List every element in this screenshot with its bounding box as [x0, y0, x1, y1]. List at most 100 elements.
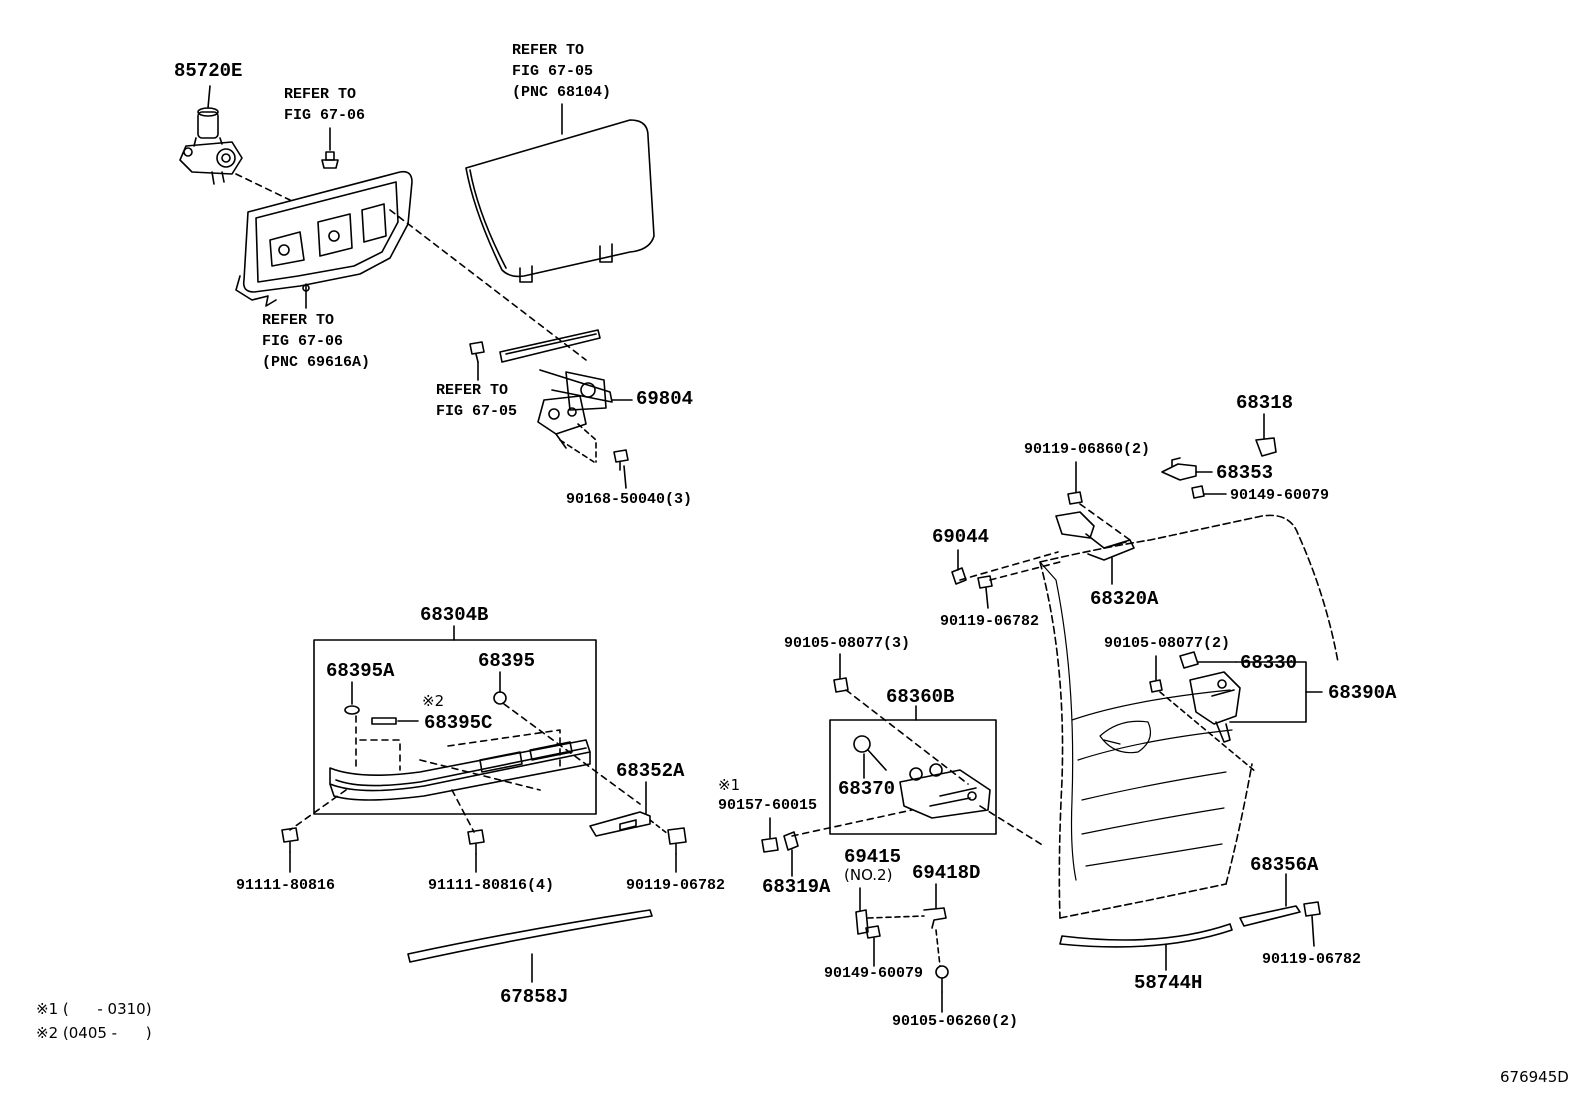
screw-icon	[865, 925, 881, 939]
leader-85720E	[207, 85, 211, 109]
lower-roller-assy-icon	[899, 763, 991, 819]
stopper-icon	[1255, 437, 1277, 457]
assembly-box-68360B	[829, 719, 997, 835]
bushing-icon	[493, 691, 507, 705]
part-number-69804: 69804	[636, 388, 694, 410]
screw-icon	[1191, 485, 1205, 499]
bolt-icon	[1303, 901, 1321, 917]
part-number-90149-60079-b: 90149-60079	[824, 965, 924, 982]
bolt-icon	[281, 827, 299, 853]
dashed-roller-assy	[791, 689, 1045, 847]
part-number-90119-06782-c: 90119-06782	[1262, 951, 1362, 968]
part-number-68390A: 68390A	[1328, 682, 1397, 704]
dashed-reg-bolts	[559, 423, 597, 463]
dashed-motor-panel	[235, 173, 291, 201]
dashed-cover-bolt	[649, 819, 669, 835]
dashed-lower-hinge	[1159, 691, 1257, 773]
bolt-icon	[467, 829, 485, 855]
part-number-68319A: 68319A	[762, 876, 831, 898]
part-number-90168-50040: 90168-50040(3)	[566, 491, 693, 508]
part-number-69415: 69415	[844, 846, 902, 868]
refer-fig-67-06-panel: REFER TO FIG 67-06 (PNC 69616A)	[262, 312, 371, 371]
refer-fig-67-06-top: REFER TO FIG 67-06	[284, 86, 366, 124]
cap-icon	[783, 831, 799, 851]
door-glass-icon	[465, 119, 655, 283]
refer-fig-67-05-glass: REFER TO FIG 67-05 (PNC 68104)	[512, 42, 612, 101]
door-inner-detail	[1039, 561, 1233, 881]
part-number-90149-60079-a: 90149-60079	[1230, 487, 1330, 504]
bolt-icon	[1067, 491, 1083, 505]
upper-hinge-icon	[1055, 511, 1135, 561]
dashed-panel-regulator	[389, 209, 587, 361]
part-number-68330: 68330	[1240, 652, 1298, 674]
dashed-stopper	[867, 915, 941, 967]
part-number-68370: 68370	[838, 778, 896, 800]
moulding-58744H-icon	[1059, 923, 1233, 948]
part-number-68352A: 68352A	[616, 760, 685, 782]
rear-door-outline	[1039, 514, 1339, 919]
door-panel-icon	[235, 170, 413, 307]
footnote-1: ※1 ( - 0310)	[36, 1000, 152, 1018]
illustration-id: 676945D	[1500, 1068, 1569, 1086]
part-number-69044: 69044	[932, 526, 990, 548]
part-number-68318: 68318	[1236, 392, 1294, 414]
dashed-upper-hinge	[959, 503, 1131, 581]
part-number-58744H: 58744H	[1134, 972, 1203, 994]
part-number-90105-08077-2: 90105-08077(2)	[1104, 635, 1231, 652]
roller-icon	[853, 735, 887, 771]
part-number-68320A: 68320A	[1090, 588, 1159, 610]
nut-icon	[935, 965, 949, 993]
center-rail-roller-icon	[329, 739, 591, 801]
screw-icon	[761, 837, 779, 853]
bolt-icon	[469, 341, 485, 363]
assembly-box-68304B	[313, 639, 597, 815]
part-number-85720E: 85720E	[174, 60, 243, 82]
stopper-bracket-icon	[855, 907, 947, 935]
part-number-90105-08077-3: 90105-08077(3)	[784, 635, 911, 652]
part-number-68304B: 68304B	[420, 604, 489, 626]
bushing-icon	[951, 567, 967, 585]
leader-90168	[623, 465, 627, 489]
bolt-icon	[613, 449, 629, 471]
part-number-90157-60015: 90157-60015	[718, 797, 818, 814]
bolt-icon	[1179, 651, 1199, 669]
moulding-67858J-icon	[407, 909, 653, 963]
clip-icon	[321, 151, 339, 169]
footnote-2: ※2 (0405 - )	[36, 1024, 152, 1042]
window-regulator-icon	[499, 329, 613, 449]
part-note-no2: (NO.2)	[844, 866, 893, 884]
cover-68356A-icon	[1239, 905, 1301, 927]
part-number-90119-06782-b: 90119-06782	[626, 877, 726, 894]
part-number-68395: 68395	[478, 650, 536, 672]
part-number-68395A: 68395A	[326, 660, 395, 682]
refer-fig-67-05-regulator: REFER TO FIG 67-05	[436, 382, 518, 420]
washer-icon	[344, 705, 360, 715]
part-number-68353: 68353	[1216, 462, 1274, 484]
part-number-68395C: 68395C	[424, 712, 493, 734]
bolt-icon	[977, 575, 993, 589]
leader-90119-c	[1311, 915, 1315, 947]
bolt-icon	[833, 677, 849, 693]
part-number-91111-80816-b: 91111-80816(4)	[428, 877, 555, 894]
part-number-90119-06782-a: 90119-06782	[940, 613, 1040, 630]
part-number-67858J: 67858J	[500, 986, 569, 1008]
dashed-roller-parts	[355, 703, 641, 805]
leader-90119-a	[985, 587, 989, 609]
dashed-roller-bolts	[289, 789, 475, 833]
part-number-69418D: 69418D	[912, 862, 981, 884]
footnote-mark-2: ※2	[422, 692, 445, 710]
bolt-icon	[1149, 679, 1163, 693]
regulator-motor-icon	[179, 107, 243, 185]
lower-hinge-icon	[1189, 671, 1241, 743]
part-number-68356A: 68356A	[1250, 854, 1319, 876]
bolt-icon	[667, 827, 687, 855]
part-number-90119-06860: 90119-06860(2)	[1024, 441, 1151, 458]
part-number-90105-06260: 90105-06260(2)	[892, 1013, 1019, 1030]
footnote-mark-1: ※1	[718, 776, 741, 794]
part-number-68360B: 68360B	[886, 686, 955, 708]
part-number-91111-80816-a: 91111-80816	[236, 877, 336, 894]
bracket-icon	[1161, 457, 1197, 481]
rail-cover-icon	[589, 811, 651, 837]
